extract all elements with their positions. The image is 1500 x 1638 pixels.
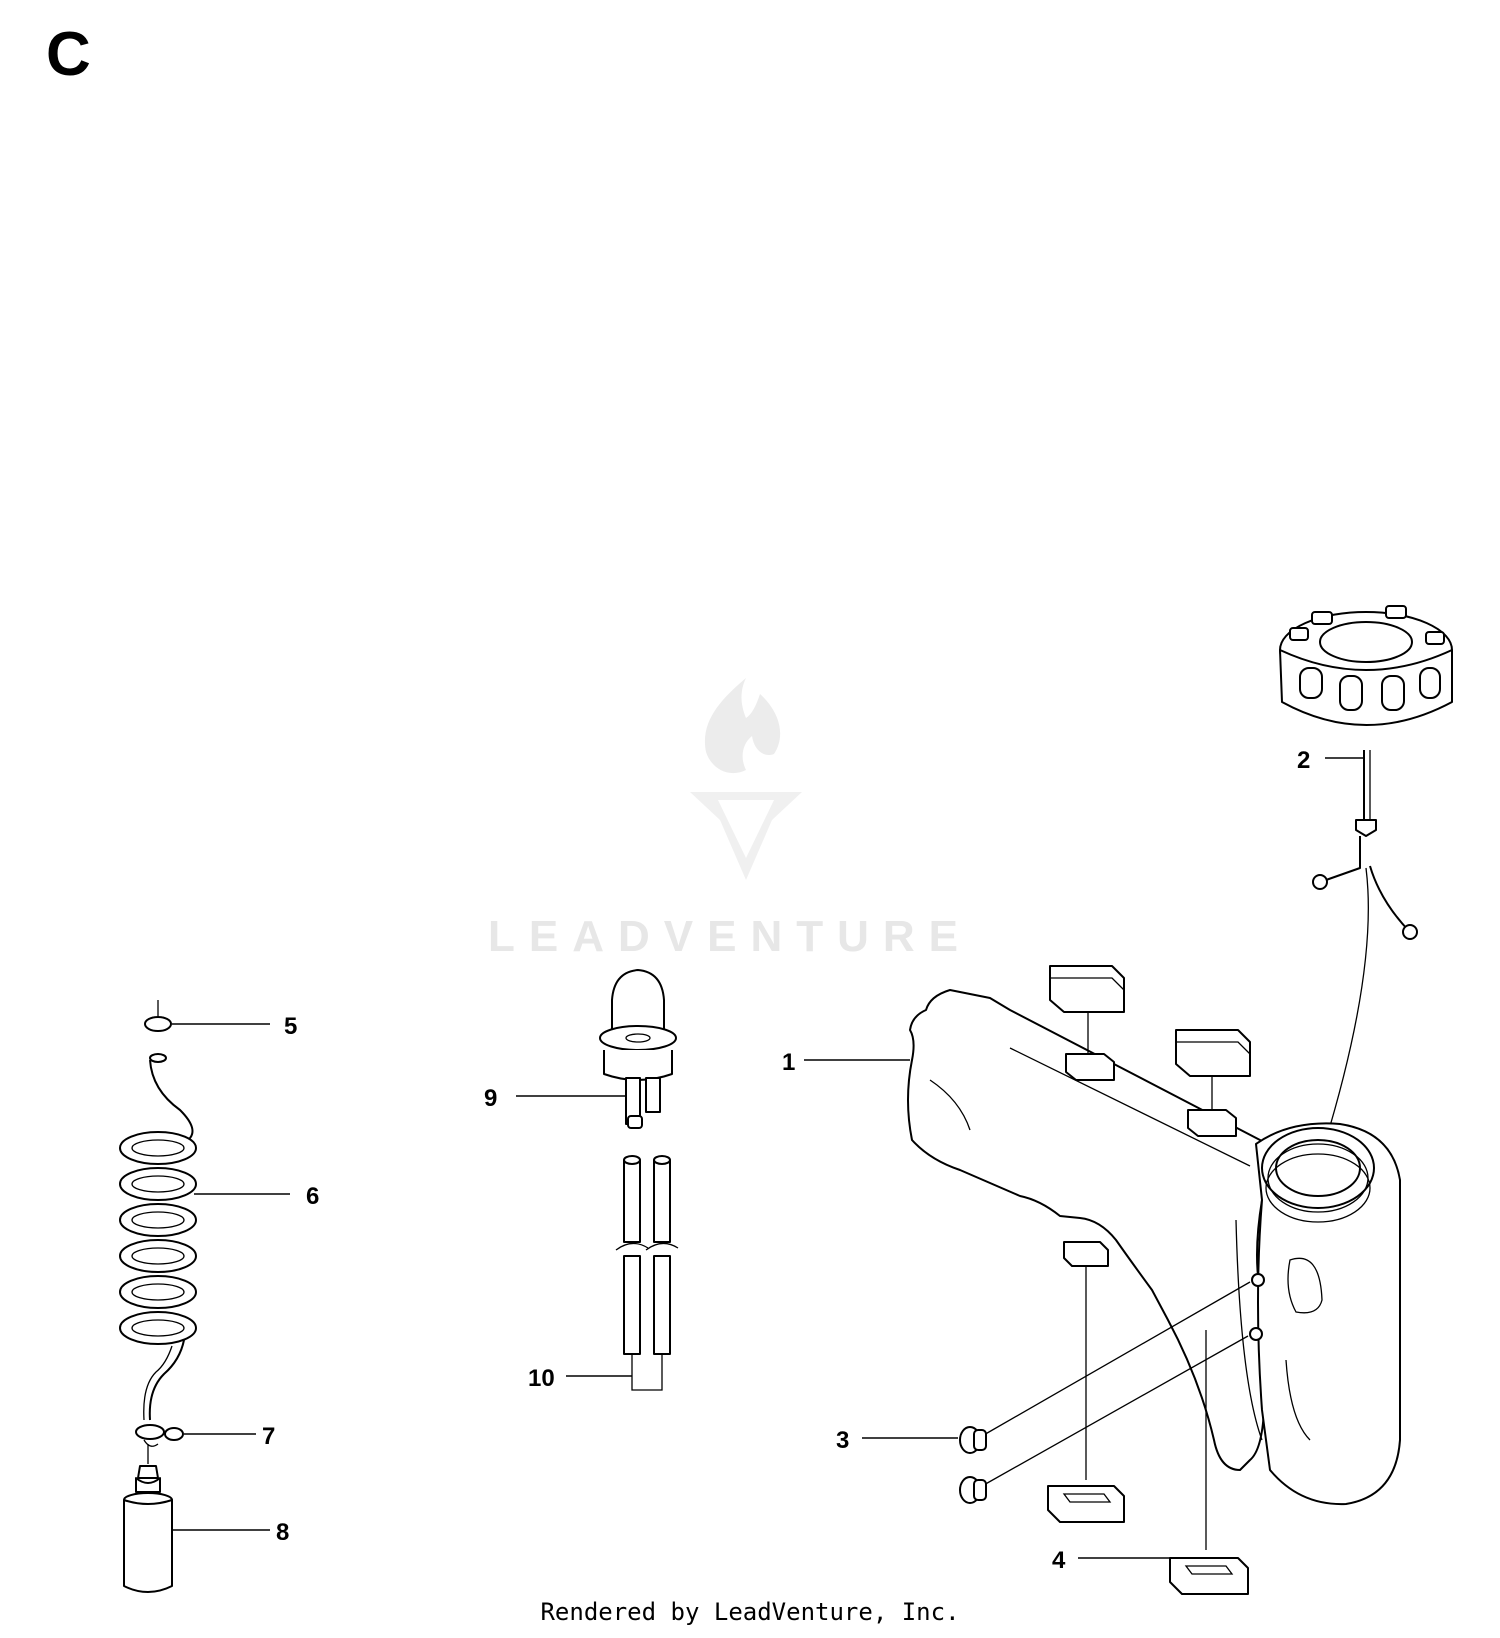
callout-9: 9 <box>484 1085 497 1112</box>
fuel-cap[interactable] <box>1279 605 1453 1191</box>
fuel-lines[interactable] <box>615 1155 679 1391</box>
footer-credit: Rendered by LeadVenture, Inc. <box>540 1598 960 1626</box>
tank-mount-bottom-left[interactable] <box>1063 1241 1109 1480</box>
fuel-tank[interactable] <box>907 989 1401 1506</box>
leader-lines <box>172 757 1364 1559</box>
tank-mount-top-left[interactable] <box>1049 965 1125 1081</box>
callout-numbers: 1 2 3 4 5 6 7 8 9 10 <box>262 747 1310 1574</box>
tank-mount-top-right[interactable] <box>1175 1029 1251 1137</box>
rubber-mount[interactable] <box>1047 1485 1249 1595</box>
callout-7: 7 <box>262 1423 275 1450</box>
callout-2: 2 <box>1297 747 1310 774</box>
callout-3: 3 <box>836 1427 849 1454</box>
section-letter: C <box>46 20 91 89</box>
o-ring[interactable] <box>144 1000 172 1032</box>
callout-5: 5 <box>284 1013 297 1040</box>
callout-10: 10 <box>528 1365 555 1392</box>
flame-logo-icon <box>690 678 802 880</box>
grommet[interactable] <box>959 1281 1251 1504</box>
callout-8: 8 <box>276 1519 289 1546</box>
callout-6: 6 <box>306 1183 319 1210</box>
primer-bulb[interactable] <box>599 969 677 1129</box>
watermark-text: LEADVENTURE <box>488 912 973 961</box>
callout-4: 4 <box>1052 1547 1066 1574</box>
coiled-fuel-hose[interactable] <box>119 1053 197 1421</box>
fuel-filter[interactable] <box>123 1465 173 1593</box>
callout-1: 1 <box>782 1049 795 1076</box>
hose-clamp[interactable] <box>135 1424 184 1464</box>
